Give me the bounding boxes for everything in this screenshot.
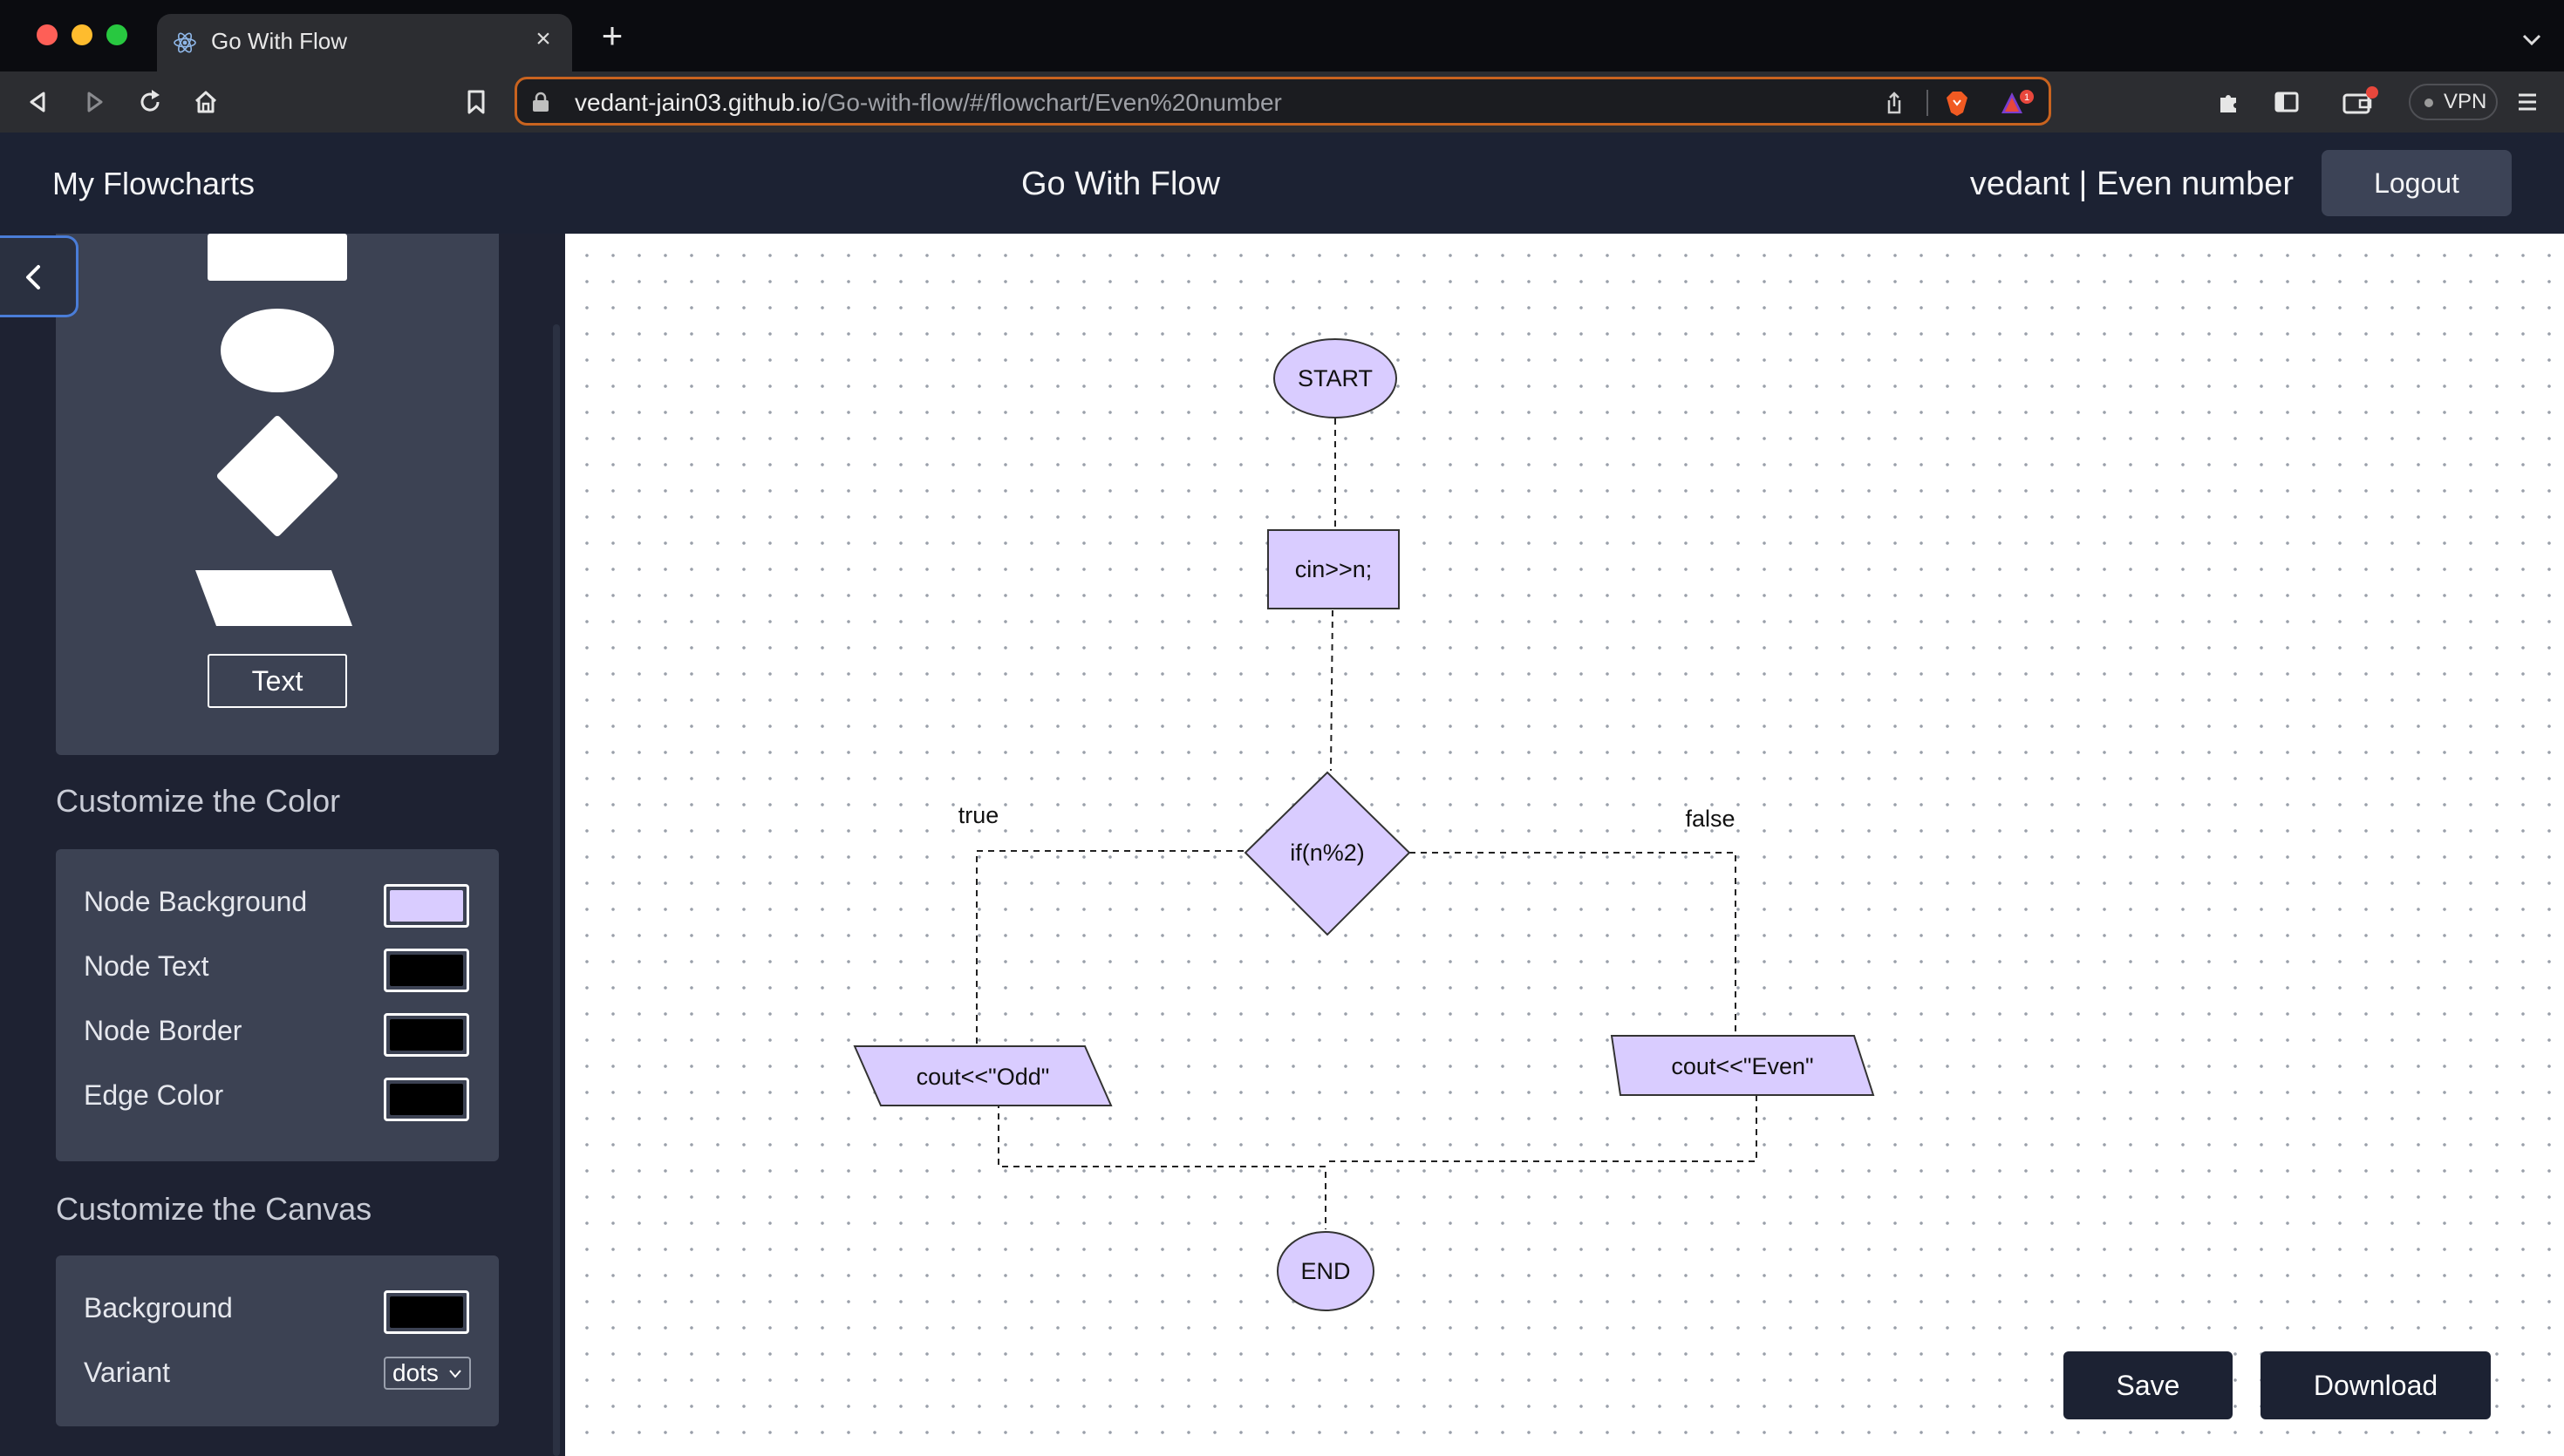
- parallelogram-shape[interactable]: [195, 570, 352, 626]
- edge-decision-even[interactable]: [1409, 852, 1736, 1036]
- variant-value: dots: [392, 1359, 439, 1386]
- browser-toolbar: vedant-jain03.github.io/Go-with-flow/#/f…: [0, 71, 2564, 133]
- tab-close-icon[interactable]: ×: [535, 24, 551, 53]
- address-bar[interactable]: vedant-jain03.github.io/Go-with-flow/#/f…: [515, 77, 2051, 126]
- node-background-label: Node Background: [84, 886, 308, 917]
- color-section-title: Customize the Color: [56, 783, 341, 819]
- variant-label: Variant: [84, 1357, 171, 1388]
- notification-count: 1: [2024, 92, 2029, 103]
- back-icon[interactable]: [23, 86, 54, 118]
- flowchart-graph: true false START cin>>n; if(n%2) cout<<"…: [853, 338, 1875, 1311]
- node-input-label: cin>>n;: [1295, 556, 1373, 582]
- node-start-label: START: [1298, 365, 1373, 391]
- logout-button[interactable]: Logout: [2322, 150, 2512, 216]
- edge-input-decision[interactable]: [1330, 609, 1333, 772]
- rectangle-shape[interactable]: [208, 234, 347, 281]
- node-input[interactable]: cin>>n;: [1267, 529, 1400, 609]
- share-icon[interactable]: [1881, 90, 1907, 116]
- diamond-shape[interactable]: [215, 414, 339, 538]
- bookmark-icon[interactable]: [460, 86, 492, 118]
- new-tab-icon[interactable]: +: [601, 15, 624, 56]
- sidebar-toggle-icon[interactable]: [2271, 86, 2302, 118]
- window-maximize-button[interactable]: [106, 24, 127, 45]
- extensions-icon[interactable]: [2213, 86, 2245, 118]
- brave-rewards-icon[interactable]: 1: [2000, 90, 2035, 116]
- node-end[interactable]: END: [1277, 1231, 1374, 1311]
- forward-icon[interactable]: [78, 86, 110, 118]
- vpn-label: VPN: [2444, 90, 2487, 113]
- collapse-sidebar-button[interactable]: [0, 235, 78, 317]
- node-odd-label: cout<<"Odd": [917, 1064, 1050, 1090]
- ellipse-shape[interactable]: [221, 309, 334, 392]
- node-end-label: END: [1300, 1258, 1350, 1284]
- browser-tab[interactable]: Go With Flow ×: [157, 14, 572, 71]
- user-flowchart-info: vedant | Even number: [1969, 166, 2294, 202]
- node-decision[interactable]: if(n%2): [1244, 771, 1411, 936]
- tab-list-chevron-icon[interactable]: [2519, 26, 2545, 52]
- edge-color-picker[interactable]: [384, 1078, 469, 1121]
- wallet-icon[interactable]: [2339, 86, 2381, 118]
- text-shape-button[interactable]: Text: [208, 654, 347, 708]
- lock-icon: [533, 92, 549, 112]
- app-header: My Flowcharts Go With Flow vedant | Even…: [0, 133, 2564, 234]
- window-close-button[interactable]: [37, 24, 58, 45]
- canvas-background-label: Background: [84, 1292, 233, 1323]
- sidebar-scrollbar[interactable]: [553, 324, 560, 1456]
- shapes-panel: Text: [56, 234, 499, 755]
- url-text[interactable]: vedant-jain03.github.io/Go-with-flow/#/f…: [575, 89, 1282, 116]
- canvas-settings-panel: Background Variant dots: [56, 1255, 499, 1426]
- window-minimize-button[interactable]: [72, 24, 92, 45]
- address-bar-divider: [1926, 90, 1928, 116]
- canvas-background-color-picker[interactable]: [384, 1290, 469, 1334]
- edge-color-label: Edge Color: [84, 1079, 224, 1111]
- download-button[interactable]: Download: [2261, 1351, 2491, 1419]
- flowchart-canvas[interactable]: true false START cin>>n; if(n%2) cout<<"…: [565, 234, 2564, 1456]
- menu-icon[interactable]: [2512, 86, 2543, 118]
- node-odd[interactable]: cout<<"Odd": [853, 1045, 1113, 1106]
- browser-tab-bar: Go With Flow × +: [0, 0, 2564, 71]
- chevron-down-icon: [449, 1370, 461, 1378]
- color-settings-panel: Node Background Node Text Node Border Ed…: [56, 849, 499, 1161]
- app-title: Go With Flow: [1020, 166, 1221, 202]
- edge-decision-odd[interactable]: [976, 850, 1244, 1046]
- node-border-label: Node Border: [84, 1015, 242, 1046]
- node-even[interactable]: cout<<"Even": [1610, 1035, 1875, 1096]
- edge-odd-end[interactable]: [998, 1102, 1326, 1229]
- edge-label-false: false: [1685, 806, 1735, 832]
- vpn-status-dot: [2424, 99, 2433, 107]
- save-button[interactable]: Save: [2063, 1351, 2233, 1419]
- node-background-color-picker[interactable]: [384, 884, 469, 928]
- reload-icon[interactable]: [134, 86, 166, 118]
- edge-label-true: true: [958, 802, 999, 828]
- variant-select[interactable]: dots: [384, 1357, 471, 1390]
- node-even-label: cout<<"Even": [1671, 1053, 1813, 1079]
- node-text-label: Node Text: [84, 950, 209, 982]
- node-text-color-picker[interactable]: [384, 949, 469, 992]
- node-start[interactable]: START: [1273, 338, 1397, 418]
- my-flowcharts-link[interactable]: My Flowcharts: [52, 166, 256, 201]
- sidebar: Text Customize the Color Node Background…: [0, 234, 565, 1456]
- vpn-button[interactable]: VPN: [2409, 84, 2498, 120]
- home-icon[interactable]: [190, 86, 222, 118]
- brave-shields-icon[interactable]: [1944, 90, 1970, 116]
- canvas-section-title: Customize the Canvas: [56, 1191, 372, 1227]
- tab-title: Go With Flow: [211, 28, 348, 54]
- react-icon: [174, 32, 196, 53]
- node-border-color-picker[interactable]: [384, 1013, 469, 1057]
- edge-even-end[interactable]: [1326, 1095, 1757, 1162]
- chevron-left-icon: [26, 265, 40, 289]
- node-decision-label: if(n%2): [1290, 840, 1365, 866]
